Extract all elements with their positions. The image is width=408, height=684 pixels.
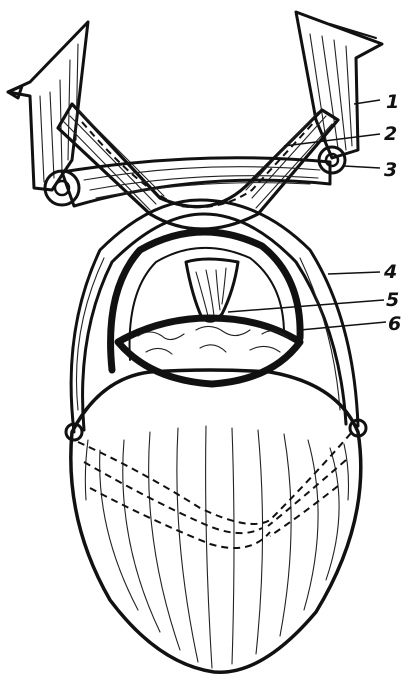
callout-numbers: 1 2 3 4 5 6: [383, 91, 401, 335]
callout-leaders: [228, 100, 386, 330]
callout-3: 3: [384, 159, 397, 181]
main-body: [66, 370, 366, 672]
callout-6: 6: [388, 313, 401, 335]
leader-5: [228, 300, 384, 312]
callout-4: 4: [383, 261, 397, 283]
callout-2: 2: [384, 123, 397, 145]
callout-1: 1: [386, 91, 399, 113]
leader-4: [328, 272, 380, 274]
inner-arch: [111, 232, 301, 370]
callout-5: 5: [386, 289, 399, 311]
leader-3: [344, 166, 380, 168]
